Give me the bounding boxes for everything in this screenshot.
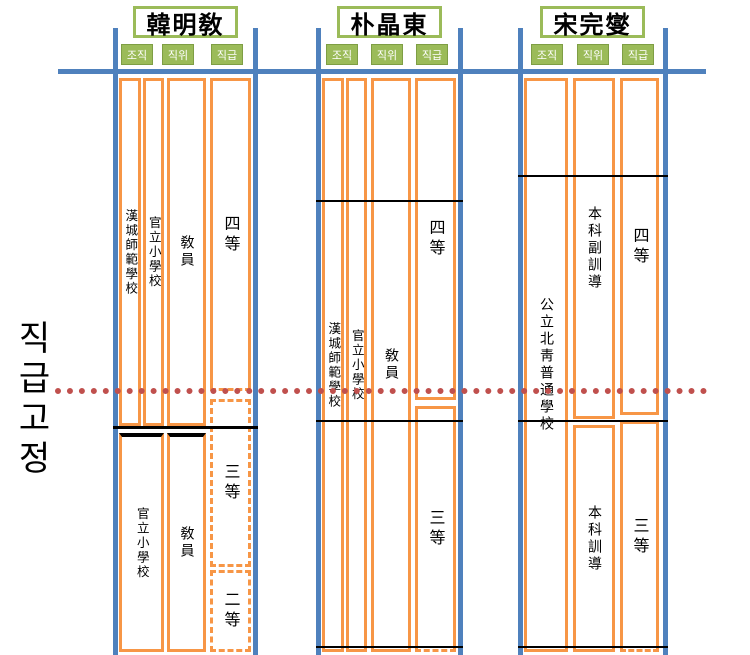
rank-label: 二等 [221,591,241,631]
column-header-org: 조직 [531,44,563,65]
year-tick [518,420,668,422]
org-box: 官立小學校 [346,78,367,652]
position-box: 本科訓導 [573,425,615,652]
year-tick [316,420,463,422]
person-title: 宋完燮 [540,6,645,39]
rank-box: 二等 [210,570,251,652]
column-header-org: 조직 [121,44,153,65]
rank-fixation-dotted-line [55,388,707,394]
rank-box: 三等 [620,421,659,652]
year-tick [316,646,463,648]
column-header-label: 조직 [536,48,558,62]
rank-label: 四等 [426,219,446,259]
org-label: 官立小學校 [349,328,365,402]
column-header-org: 조직 [326,44,358,65]
position-label: 本科訓導 [586,504,602,573]
org-label: 漢城師範學校 [326,321,342,409]
timeline-bar-left [113,28,118,655]
column-header-label: 직급 [421,48,443,62]
position-label: 敎員 [383,348,399,382]
rank-box: 三等 [210,399,251,567]
org-label: 官立小學校 [146,215,162,289]
column-header-rank: 직급 [416,44,448,65]
person-title: 韓明敎 [133,6,238,39]
org-label: 公立北靑普通學校 [538,297,554,433]
org-box: 漢城師範學校 [119,78,141,426]
column-header-position: 직위 [162,44,194,65]
person-title: 朴晶東 [337,6,442,39]
column-header-label: 조직 [126,48,148,62]
year-tick [316,200,463,202]
rank-label: 三等 [426,509,446,549]
timeline-bar-right [253,28,258,655]
left-axis-label: 직급고정 [11,320,51,480]
position-box: 本科副訓導 [573,78,615,419]
timeline-bar-left [316,28,321,655]
top-timeline-line [58,69,706,74]
org-box: 公立北靑普通學校 [524,78,568,652]
column-header-position: 직위 [371,44,403,65]
timeline-bar-left [518,28,523,655]
timeline-bar-right [458,28,463,655]
rank-box: 四等 [415,78,456,400]
position-box: 敎員 [371,78,411,652]
org-box: 官立小學校 [119,433,164,652]
org-label: 漢城師範學校 [123,208,139,296]
year-tick [518,175,668,177]
person-name: 韓明敎 [146,10,225,39]
year-tick [113,426,258,429]
person-name: 宋完燮 [553,10,632,39]
org-box: 官立小學校 [143,78,164,426]
position-box: 敎員 [167,78,206,426]
rank-label: 四等 [630,226,650,267]
year-tick [518,646,668,648]
rank-label: 三等 [221,463,241,503]
column-header-label: 직급 [216,48,238,62]
position-label: 本科副訓導 [586,206,602,291]
column-header-rank: 직급 [211,44,243,65]
rank-box: 四等 [210,78,251,391]
column-header-label: 직위 [167,48,189,62]
position-box: 敎員 [167,433,206,652]
person-name: 朴晶東 [350,10,429,39]
rank-label: 四等 [221,214,241,255]
column-header-position: 직위 [577,44,609,65]
rank-box: 三等 [415,406,456,652]
org-box: 漢城師範學校 [322,78,344,652]
position-label: 敎員 [178,235,195,269]
column-header-rank: 직급 [622,44,654,65]
timeline-bar-right [663,28,668,655]
position-label: 敎員 [178,526,195,560]
column-header-label: 조직 [331,48,353,62]
column-header-label: 직급 [627,48,649,62]
column-header-label: 직위 [376,48,398,62]
org-label: 官立小學校 [134,506,150,580]
column-header-label: 직위 [582,48,604,62]
rank-label: 三等 [630,516,650,557]
rank-box: 四等 [620,78,659,415]
